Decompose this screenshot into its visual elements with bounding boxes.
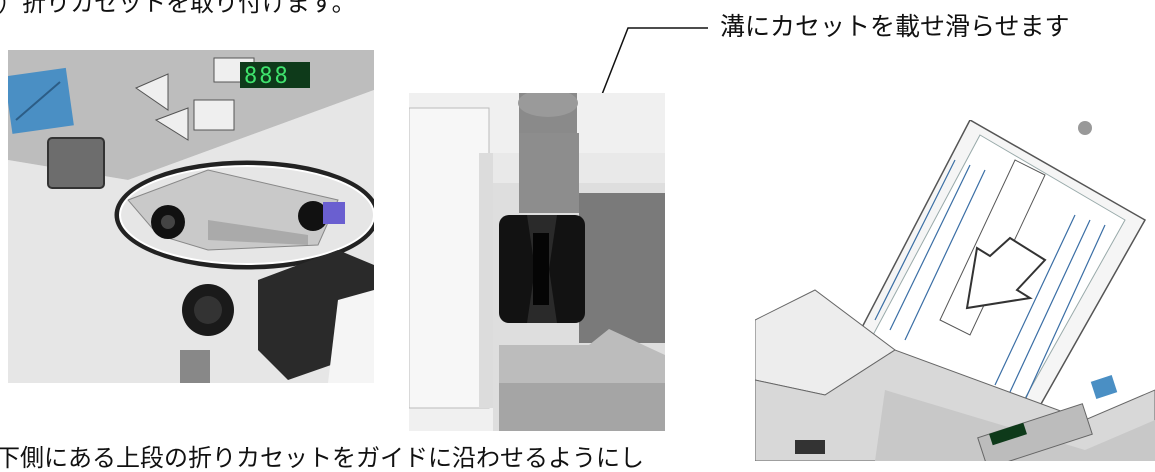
segment-display bbox=[240, 62, 310, 88]
photo-roller-groove-closeup bbox=[409, 93, 665, 431]
down-left-arrow-icon bbox=[965, 236, 1047, 310]
caption-top-line: ）折りカセットを取り付けます。 bbox=[0, 0, 356, 17]
caption-groove-instruction: 溝にカセットを載せ滑らせます bbox=[720, 12, 1070, 41]
control-panel bbox=[977, 403, 1093, 461]
highlight-ellipse bbox=[114, 160, 374, 270]
photo-cassette-mount-area: 888 bbox=[8, 50, 374, 383]
roller-right bbox=[298, 201, 328, 231]
photo-machine-overview bbox=[755, 120, 1155, 461]
segment-display-text: 888 bbox=[244, 64, 290, 89]
start-key bbox=[8, 67, 74, 134]
